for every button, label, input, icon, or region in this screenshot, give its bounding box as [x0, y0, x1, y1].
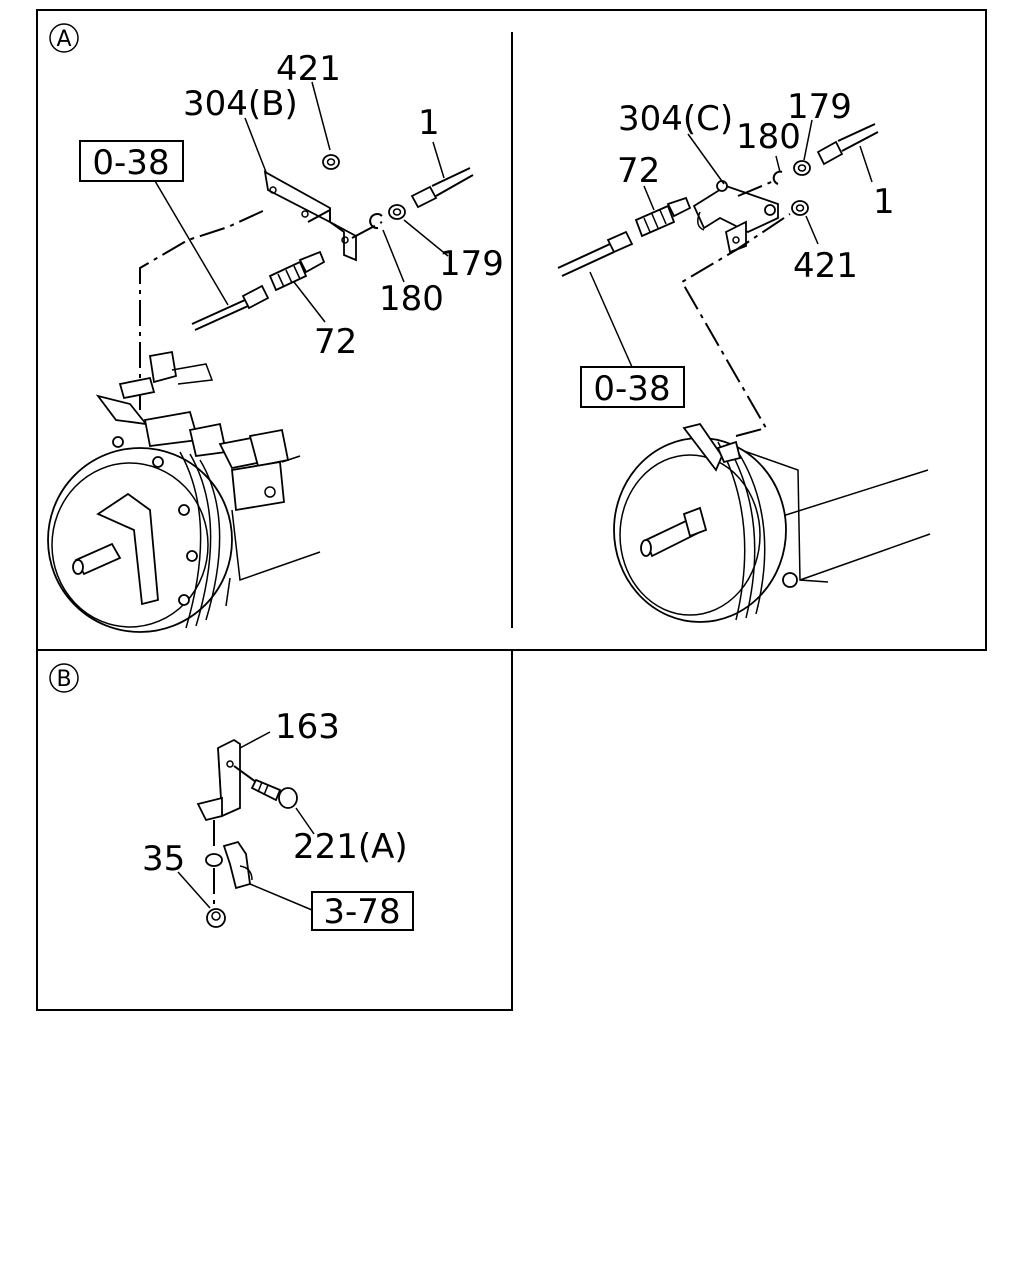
label-72-left: 72 — [314, 322, 357, 362]
panel-a-marker: A — [49, 23, 79, 53]
label-221a: 221(A) — [293, 827, 408, 867]
nut-421-left — [322, 154, 340, 170]
label-421-right: 421 — [793, 246, 858, 286]
label-163: 163 — [275, 707, 340, 747]
nut-179-right — [793, 160, 811, 176]
ref-box-3-78-label: 3-78 — [323, 892, 400, 932]
cable-right — [557, 230, 634, 277]
label-179-left: 179 — [439, 244, 504, 284]
clip-180-left — [369, 213, 383, 230]
clip-180-right — [772, 170, 783, 185]
clamp-3-78 — [205, 840, 253, 890]
label-72-right: 72 — [617, 151, 660, 191]
label-304c: 304(C) — [618, 99, 733, 139]
bracket-304b — [263, 170, 357, 262]
ref-box-0-38-left: 0-38 — [79, 140, 184, 183]
label-180-right: 180 — [736, 117, 801, 157]
ref-box-0-38-right-label: 0-38 — [593, 369, 670, 409]
bolt-221a — [250, 778, 298, 809]
governor-housing-left — [47, 350, 321, 633]
bracket-304c — [692, 180, 779, 254]
label-304b: 304(B) — [183, 84, 298, 124]
panel-b: 3-78 163 221(A) 35 — [142, 707, 414, 932]
bolt-72-left — [268, 250, 326, 292]
governor-housing-right — [613, 422, 931, 623]
panel-b-frame — [36, 649, 513, 1011]
bracket-163 — [196, 738, 241, 822]
bolt-72-right — [634, 196, 692, 238]
cable-left — [191, 284, 270, 331]
label-180-left: 180 — [379, 279, 444, 319]
label-421-left: 421 — [276, 49, 341, 89]
ref-box-3-78: 3-78 — [311, 891, 414, 932]
panel-a-left: 0-38 — [47, 49, 504, 633]
label-35: 35 — [142, 839, 185, 879]
label-179-right: 179 — [787, 87, 852, 127]
label-1-right: 1 — [873, 182, 895, 222]
panel-b-marker-letter: B — [56, 667, 71, 692]
nut-35 — [206, 908, 226, 928]
panel-a-marker-letter: A — [56, 27, 71, 52]
ref-box-0-38-right: 0-38 — [580, 366, 685, 409]
rod-1-right — [816, 123, 879, 166]
nut-421-right — [791, 200, 809, 216]
panel-b-marker: B — [49, 663, 79, 693]
ref-box-0-38-left-label: 0-38 — [92, 143, 169, 183]
rod-1-left — [410, 167, 474, 209]
label-1-left: 1 — [418, 103, 440, 143]
panel-a-right: 0-38 304(C) 179 180 72 1 421 — [557, 87, 931, 623]
nut-179-left — [388, 204, 406, 220]
